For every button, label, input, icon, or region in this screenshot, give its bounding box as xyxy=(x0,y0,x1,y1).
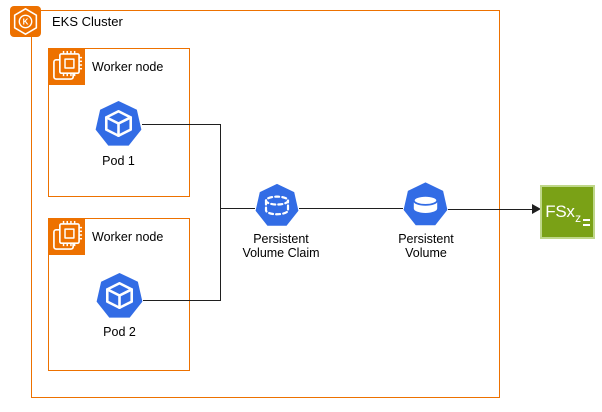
svg-text:K: K xyxy=(23,17,29,26)
compute-chip-icon xyxy=(53,220,83,250)
fsx-zfs-bars-icon xyxy=(582,219,590,226)
eks-hexagon-k-glyph: K xyxy=(13,8,38,35)
eks-cluster-box xyxy=(31,10,500,398)
persistent-volume-claim-icon xyxy=(255,183,299,226)
worker-node-2-label: Worker node xyxy=(92,230,164,244)
worker-node-1-box xyxy=(48,48,190,197)
fsx-label: FSx xyxy=(545,202,575,221)
connector-pod2-line xyxy=(143,300,221,301)
compute-chip-icon xyxy=(53,50,83,80)
connector-vertical-line xyxy=(220,124,221,301)
pv-label: Persistent Volume xyxy=(366,232,486,260)
eks-cluster-label: EKS Cluster xyxy=(52,14,123,29)
pod-1-icon xyxy=(95,100,142,146)
pv-label-line2: Volume xyxy=(405,245,447,260)
pvc-label-line2: Volume Claim xyxy=(242,245,320,260)
connector-pod1-line xyxy=(142,124,220,125)
persistent-volume-icon xyxy=(403,182,448,226)
connector-pvc-pv-line xyxy=(299,208,403,209)
worker-node-2-box xyxy=(48,218,190,371)
connector-to-pvc-line xyxy=(220,208,255,209)
eks-cluster-icon: K xyxy=(10,6,41,37)
pvc-label: Persistent Volume Claim xyxy=(221,232,341,260)
worker-node-1-icon xyxy=(48,48,85,85)
pvc-label-line1: Persistent xyxy=(253,232,309,246)
pod-2-icon xyxy=(96,272,143,318)
connector-pv-fsx-line xyxy=(448,209,533,210)
fsx-sub-z: z xyxy=(575,211,581,225)
pv-label-line1: Persistent xyxy=(398,232,454,246)
arrowhead-to-fsx xyxy=(532,204,541,214)
pod-2-label: Pod 2 xyxy=(103,325,136,339)
worker-node-2-icon xyxy=(48,218,85,255)
worker-node-1-label: Worker node xyxy=(92,60,164,74)
pod-1-label: Pod 1 xyxy=(102,154,135,168)
